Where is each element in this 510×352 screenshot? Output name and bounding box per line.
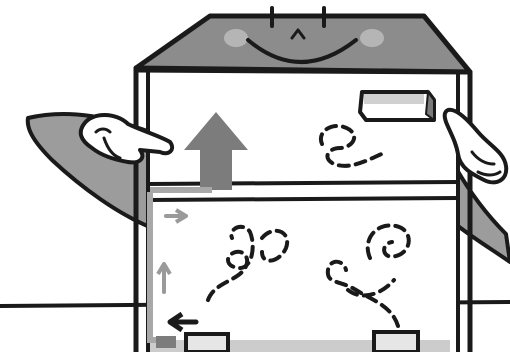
floor-vent-right	[374, 332, 418, 352]
left-cheek	[224, 29, 248, 47]
roof-face	[136, 8, 470, 72]
right-arm	[456, 168, 510, 262]
floor-vent-left	[186, 334, 228, 352]
right-cheek	[360, 29, 384, 47]
air-conditioner-unit	[360, 92, 434, 120]
